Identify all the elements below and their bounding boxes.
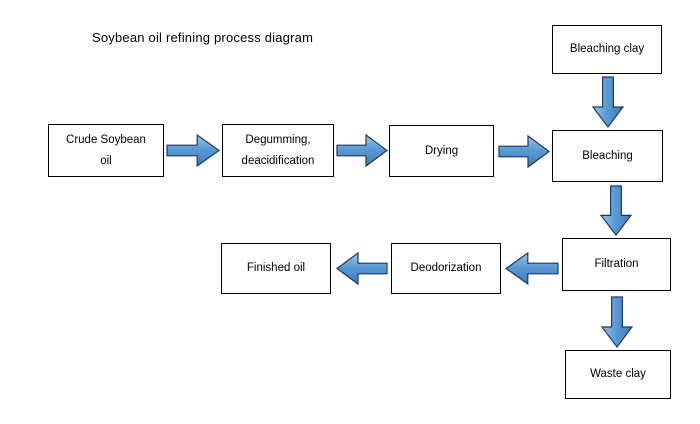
process-node-label: Waste clay xyxy=(590,368,646,381)
process-node-label: Deodorization xyxy=(410,262,482,275)
flow-arrow-bleaching-clay-to-bleaching xyxy=(591,76,625,128)
flow-arrow-drying-to-bleaching xyxy=(498,134,551,169)
flow-arrow-bleaching-to-filtration xyxy=(599,185,633,236)
process-node-waste-clay[interactable]: Waste clay xyxy=(565,350,671,399)
process-node-degumming[interactable]: Degumming, deacidification xyxy=(222,124,334,177)
process-node-bleaching[interactable]: Bleaching xyxy=(552,130,663,182)
page-title: Soybean oil refining process diagram xyxy=(92,30,314,45)
process-node-label: Finished oil xyxy=(246,262,306,275)
process-node-label: Bleaching clay xyxy=(569,43,645,56)
process-node-bleaching-clay[interactable]: Bleaching clay xyxy=(552,25,662,74)
process-node-label: Drying xyxy=(424,144,459,157)
flow-arrow-filtration-to-waste-clay xyxy=(600,296,634,348)
process-node-deodorization[interactable]: Deodorization xyxy=(391,243,501,294)
process-node-label: Crude Soybean oil xyxy=(66,134,146,167)
flow-arrow-filtration-to-deodorization xyxy=(504,251,559,286)
process-node-finished-oil[interactable]: Finished oil xyxy=(221,243,331,294)
process-node-drying[interactable]: Drying xyxy=(389,125,494,177)
flow-arrow-crude-to-degumming xyxy=(166,133,221,168)
process-node-label: Filtration xyxy=(594,258,639,271)
flow-arrow-deodorization-to-finished xyxy=(335,251,388,286)
process-node-label: Bleaching xyxy=(582,149,633,162)
process-node-filtration[interactable]: Filtration xyxy=(562,238,671,291)
process-node-crude-soybean-oil[interactable]: Crude Soybean oil xyxy=(48,124,164,177)
process-node-label: Degumming, deacidification xyxy=(241,134,315,167)
flow-arrow-degumming-to-drying xyxy=(336,133,389,168)
